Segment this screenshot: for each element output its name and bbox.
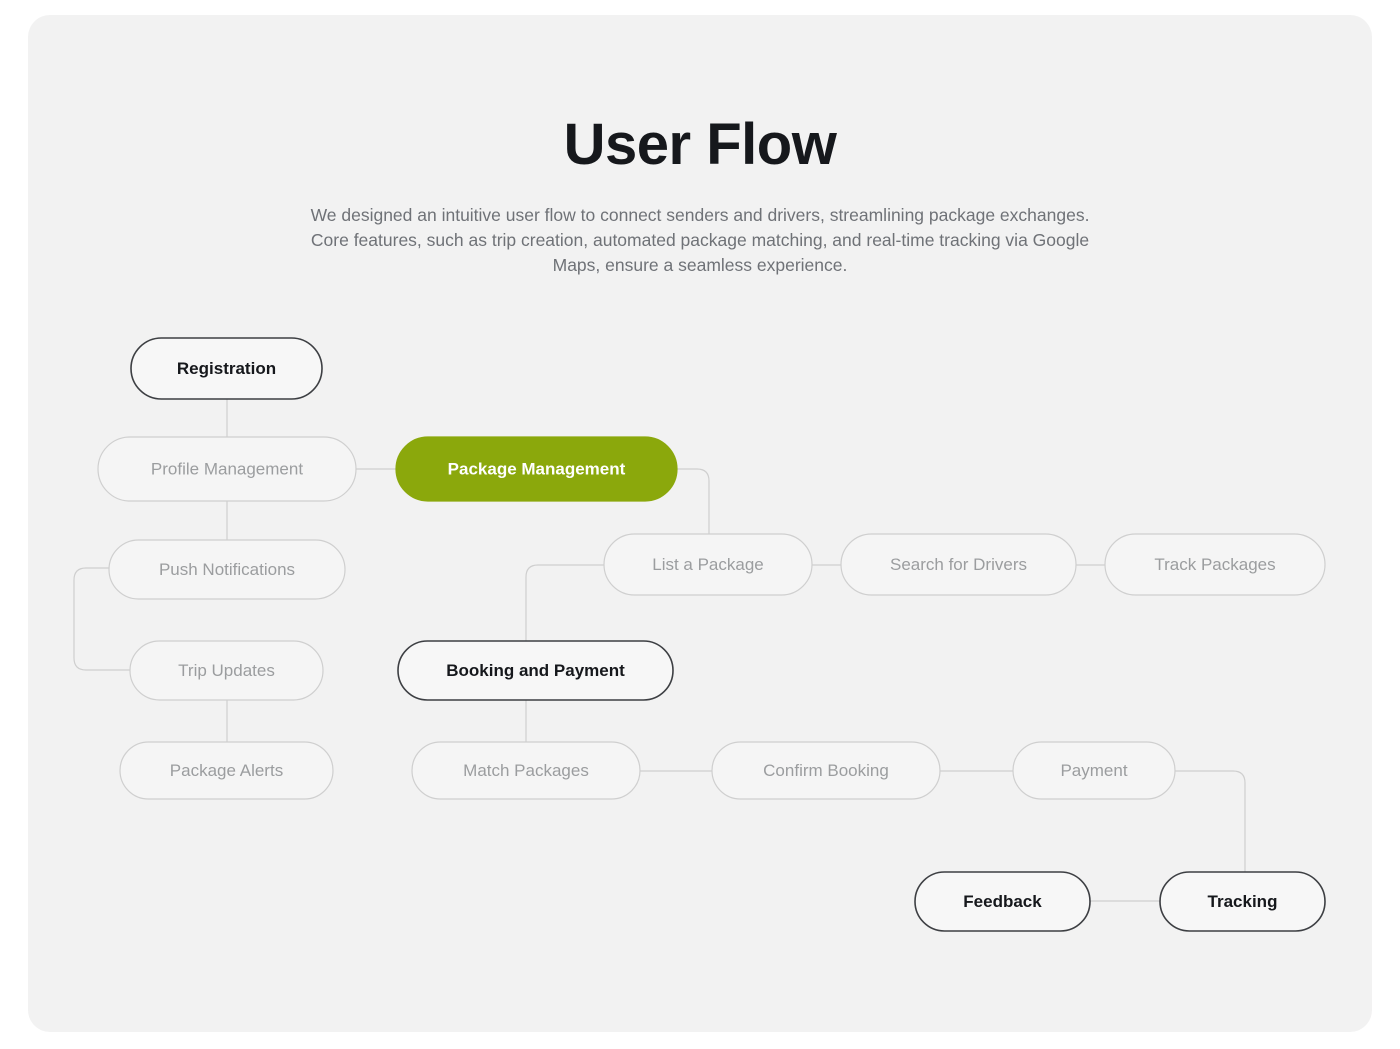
page-description: We designed an intuitive user flow to co… [310, 205, 1090, 275]
edge-package-management-to-list [677, 468, 710, 534]
flow-node-label-booking-and-payment: Booking and Payment [446, 661, 625, 680]
flow-node-shape-package-management[interactable] [395, 436, 678, 502]
flow-node-shape-search-for-drivers[interactable] [840, 533, 1077, 596]
flow-node-registration[interactable]: Registration [130, 337, 323, 400]
flow-node-label-feedback: Feedback [963, 892, 1042, 911]
flow-node-shape-profile-management[interactable] [97, 436, 357, 502]
flow-node-label-registration: Registration [177, 359, 276, 378]
flow-node-push-notifications[interactable]: Push Notifications [108, 539, 346, 600]
flow-node-label-package-alerts: Package Alerts [170, 761, 283, 780]
edge-list-to-booking [525, 564, 604, 641]
edge-payment-to-tracking [1175, 770, 1246, 872]
flow-node-shape-tracking[interactable] [1159, 871, 1326, 932]
flow-node-confirm-booking[interactable]: Confirm Booking [711, 741, 941, 800]
flow-node-payment[interactable]: Payment [1012, 741, 1176, 800]
flow-node-package-management[interactable]: Package Management [395, 436, 678, 502]
flow-node-shape-booking-and-payment[interactable] [397, 640, 674, 701]
flow-node-shape-track-packages[interactable] [1104, 533, 1326, 596]
flow-node-shape-list-a-package[interactable] [603, 533, 813, 596]
flow-node-track-packages[interactable]: Track Packages [1104, 533, 1326, 596]
flow-node-tracking[interactable]: Tracking [1159, 871, 1326, 932]
flow-node-label-tracking: Tracking [1208, 892, 1278, 911]
flow-node-shape-push-notifications[interactable] [108, 539, 346, 600]
flow-node-shape-package-alerts[interactable] [119, 741, 334, 800]
flow-node-booking-and-payment[interactable]: Booking and Payment [397, 640, 674, 701]
flow-node-label-trip-updates: Trip Updates [178, 661, 275, 680]
flow-node-label-track-packages: Track Packages [1154, 555, 1275, 574]
flow-node-shape-feedback[interactable] [914, 871, 1091, 932]
flow-node-label-profile-management: Profile Management [151, 460, 303, 479]
flow-node-label-match-packages: Match Packages [463, 761, 589, 780]
diagram-edges [73, 399, 1246, 902]
flow-node-label-search-for-drivers: Search for Drivers [890, 555, 1027, 574]
flow-node-shape-confirm-booking[interactable] [711, 741, 941, 800]
flow-node-label-list-a-package: List a Package [652, 555, 764, 574]
flow-node-trip-updates[interactable]: Trip Updates [129, 640, 324, 701]
flow-node-list-a-package[interactable]: List a Package [603, 533, 813, 596]
content-card [28, 15, 1372, 1032]
edge-push-notifications-to-trip [73, 567, 130, 671]
flow-node-search-for-drivers[interactable]: Search for Drivers [840, 533, 1077, 596]
flow-node-package-alerts[interactable]: Package Alerts [119, 741, 334, 800]
flow-node-match-packages[interactable]: Match Packages [411, 741, 641, 800]
flow-node-shape-trip-updates[interactable] [129, 640, 324, 701]
flow-node-label-confirm-booking: Confirm Booking [763, 761, 889, 780]
flow-node-label-payment: Payment [1060, 761, 1127, 780]
flow-node-profile-management[interactable]: Profile Management [97, 436, 357, 502]
flow-node-shape-payment[interactable] [1012, 741, 1176, 800]
flow-node-shape-registration[interactable] [130, 337, 323, 400]
page-title: User Flow [563, 112, 837, 177]
flow-node-label-package-management: Package Management [448, 460, 626, 479]
flow-node-label-push-notifications: Push Notifications [159, 560, 295, 579]
flow-node-shape-match-packages[interactable] [411, 741, 641, 800]
flow-node-feedback[interactable]: Feedback [914, 871, 1091, 932]
